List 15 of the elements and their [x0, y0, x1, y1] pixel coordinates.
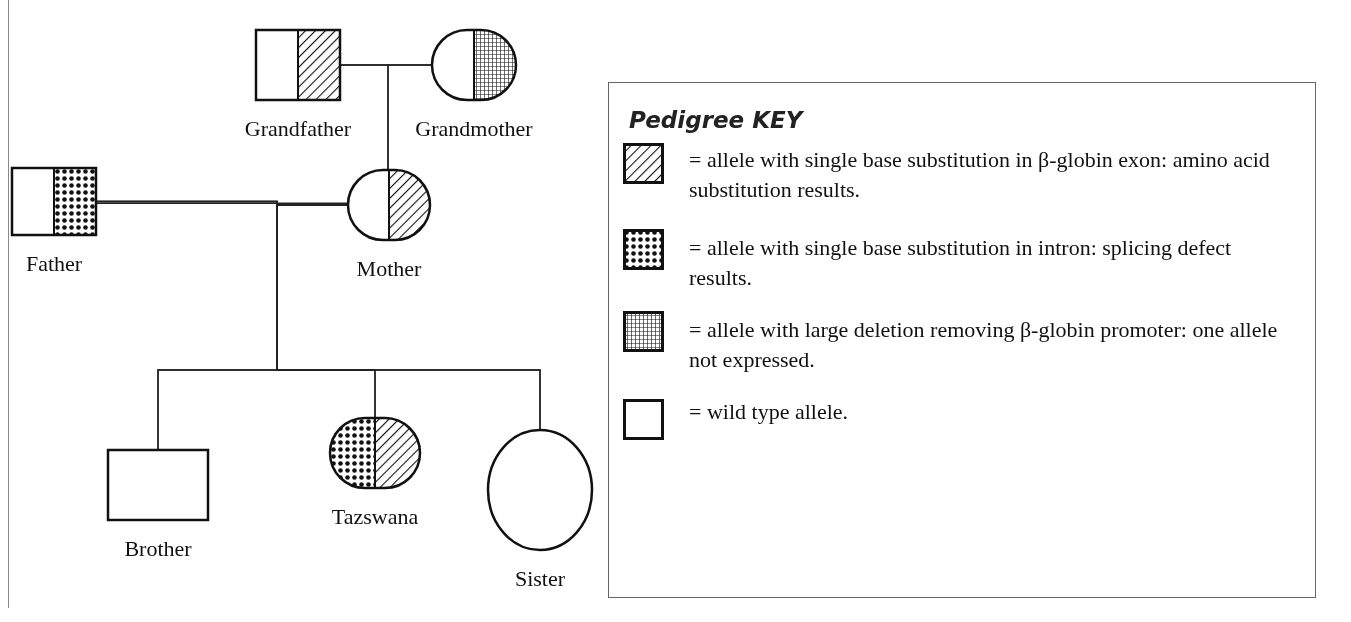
person-name: Mother	[356, 256, 422, 282]
pedigree-line	[387, 64, 433, 171]
person-name: Father	[25, 251, 83, 277]
legend-text: = allele with single base substitution in β-globin exon: amino acid substitution results.	[689, 146, 1271, 204]
legend-title: Pedigree KEY	[629, 107, 803, 133]
pedigree-line	[95, 202, 349, 204]
legend-text: = allele with large deletion removing β-globin promoter: one allele not expressed.	[689, 316, 1279, 374]
person-name: Grandfather	[244, 116, 352, 142]
person-name: Sister	[514, 566, 566, 592]
pedigree-line	[276, 204, 541, 431]
legend-text: = wild type allele.	[689, 398, 850, 426]
legend-text: = allele with single base substitution in intron: splicing defect results.	[689, 234, 1233, 292]
person-name: Brother	[124, 536, 192, 562]
person-name: Grandmother	[415, 116, 533, 142]
person-name: Tazswana	[331, 504, 419, 530]
